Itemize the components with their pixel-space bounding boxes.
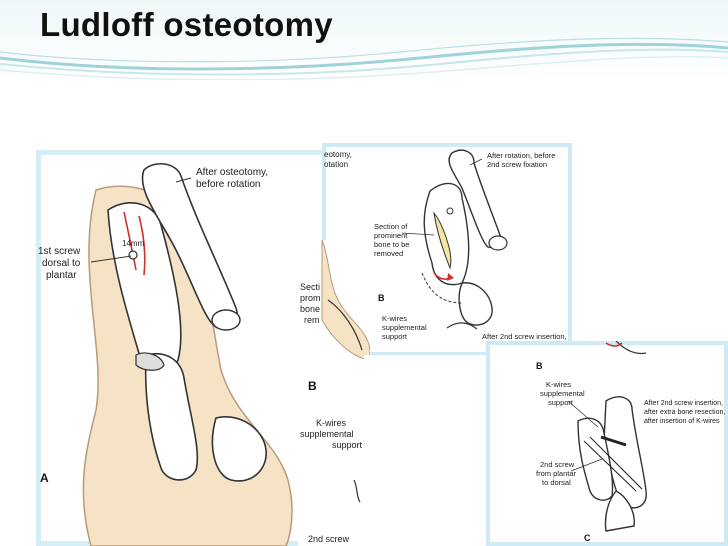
panel-c-letter-c: C — [584, 533, 591, 543]
fragment-second-screw: 2nd screw — [308, 534, 350, 544]
fragment-sect-line2: prom — [300, 293, 321, 303]
label-c-kwires-line1: K-wires — [546, 380, 571, 389]
measurement-label: 14mm — [122, 239, 145, 248]
fragment-kwires-line2: supplemental — [300, 429, 354, 439]
panel-a-illustration: After osteotomy, before rotation 1st scr… — [36, 150, 328, 546]
label-first-screw-line1: 1st screw — [38, 246, 81, 257]
fragment-kwires-line3: support — [332, 440, 363, 450]
label-kwires-line3: support — [382, 332, 408, 341]
label-c-kwires-line2: supplemental — [540, 389, 585, 398]
label-c-after-second-line1: After 2nd screw insertion, — [644, 400, 723, 407]
fragment-sect-line1: Secti — [300, 282, 320, 292]
label-c-second-screw-line3: to dorsal — [542, 478, 571, 487]
fragment-sect-line3: bone — [300, 304, 320, 314]
label-section-line4: removed — [374, 249, 403, 258]
figure-panel-b-fragment: Secti prom bone rem B K-wires supplement… — [298, 240, 370, 546]
panel-c-illustration: B K-wires supplemental support After 2nd… — [486, 341, 728, 546]
label-section-line2: prominent — [374, 231, 408, 240]
label-c-after-second-line2: after extra bone resection, — [644, 409, 725, 416]
fragment-kwires-line1: K-wires — [316, 418, 347, 428]
label-after-osteotomy-line2: before rotation — [196, 179, 261, 190]
label-after-rotation-line1: After rotation, before — [487, 151, 555, 160]
fragment-sect-line4: rem — [304, 315, 320, 325]
figure-overlay-blank — [364, 355, 486, 546]
label-c-second-screw-line1: 2nd screw — [540, 460, 575, 469]
label-after-rotation-line2: 2nd screw fixation — [487, 160, 547, 169]
label-after-osteotomy-line1: After osteotomy, — [196, 167, 268, 178]
header-wave-decoration — [0, 0, 728, 80]
label-c-kwires-line3: support — [548, 398, 574, 407]
slide-title: Ludloff osteotomy — [40, 6, 333, 43]
fragment-top-line2: otation — [324, 160, 348, 169]
figure-panel-c: B K-wires supplemental support After 2nd… — [486, 341, 728, 546]
panel-a-letter: A — [40, 471, 49, 485]
panel-b-top-letter: B — [378, 293, 385, 303]
figure-panel-a: After osteotomy, before rotation 1st scr… — [36, 150, 328, 546]
label-after-second-screw: After 2nd screw insertion, — [482, 332, 567, 341]
label-first-screw-line2: dorsal to — [42, 258, 81, 269]
fragment-top-line1: eotomy, — [324, 150, 352, 159]
panel-b-fragment-illustration: Secti prom bone rem B K-wires supplement… — [298, 240, 370, 546]
label-first-screw-line3: plantar — [46, 270, 77, 281]
label-c-after-second-line3: after insertion of K-wires — [644, 418, 720, 425]
label-section-line1: Section of — [374, 222, 408, 231]
label-kwires-line2: supplemental — [382, 323, 427, 332]
panel-c-letter-b: B — [536, 361, 543, 371]
fragment-letter: B — [308, 379, 317, 393]
label-kwires-line1: K-wires — [382, 314, 407, 323]
label-section-line3: bone to be — [374, 240, 409, 249]
label-c-second-screw-line2: from plantar — [536, 469, 577, 478]
